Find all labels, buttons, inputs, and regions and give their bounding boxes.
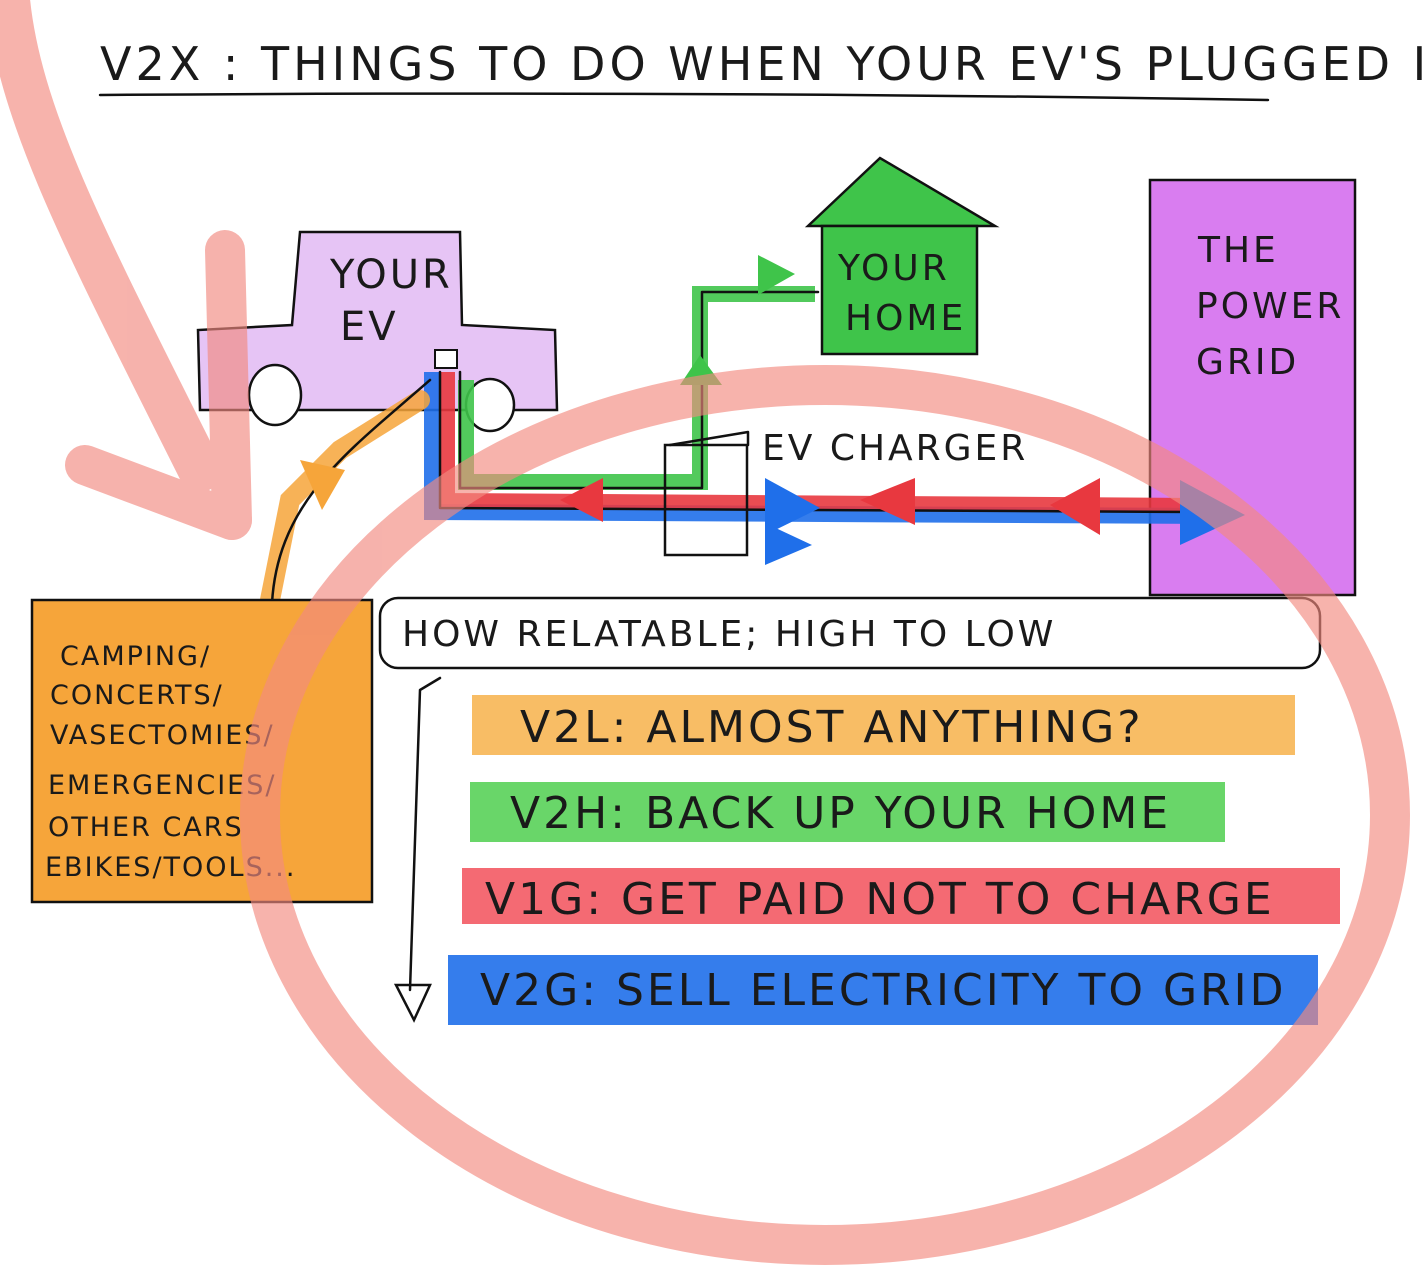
uses-line-4: EMERGENCIES/	[48, 770, 276, 801]
ev-label-line-2: EV	[340, 304, 399, 350]
flow-line-green	[458, 286, 815, 490]
arrow-green-right	[758, 255, 795, 295]
uses-arrow	[300, 460, 345, 510]
home: YOUR HOME	[804, 156, 1000, 356]
arrow-red-left-1	[560, 478, 603, 522]
ev-label-line-1: YOUR	[329, 252, 453, 298]
home-roof	[804, 156, 1000, 228]
band-v1g-text: V1G: GET PAID NOT TO CHARGE	[485, 874, 1275, 925]
ev-charge-port	[434, 349, 458, 369]
band-v1g	[462, 868, 1340, 924]
home-label-line-2: HOME	[845, 298, 966, 339]
ranking-header: HOW RELATABLE; HIGH TO LOW	[402, 614, 1056, 655]
grid-label-line-1: THE	[1197, 230, 1279, 271]
ranking-arrow-head	[393, 983, 432, 1023]
ev-car-body	[196, 230, 559, 412]
ranking-section: HOW RELATABLE; HIGH TO LOW V2L: ALMOST A…	[378, 596, 1340, 1025]
highlight-curve-arrow	[0, 0, 222, 492]
title-underline	[98, 92, 1270, 102]
band-v2g	[448, 955, 1318, 1025]
arrow-blue-right-1	[765, 478, 820, 535]
home-walls	[820, 224, 979, 356]
band-v2l	[472, 695, 1295, 755]
band-v2h-text: V2H: BACK UP YOUR HOME	[510, 788, 1171, 839]
band-v2h	[470, 782, 1225, 842]
highlight-arrow-right-arm	[65, 445, 252, 540]
ranking-arrow-line	[408, 676, 442, 992]
ev-charger-top	[668, 430, 750, 447]
ev-car: YOUR EV	[196, 230, 559, 433]
uses-line-5: OTHER CARS	[48, 812, 244, 843]
grid-label-line-2: POWER	[1196, 286, 1344, 327]
arrow-red-left-3	[1050, 478, 1100, 535]
uses-line-2: CONCERTS/	[50, 680, 224, 711]
flow-ink-2	[458, 290, 820, 490]
uses-line-3: VASECTOMIES/	[50, 720, 275, 751]
uses-line-1: CAMPING/	[60, 641, 211, 672]
ev-charger-label: EV CHARGER	[762, 428, 1028, 469]
band-v2g-text: V2G: SELL ELECTRICITY TO GRID	[480, 965, 1286, 1016]
highlight-circle	[240, 365, 1410, 1265]
band-v2l-text: V2L: ALMOST ANYTHING?	[520, 702, 1144, 753]
arrow-blue-right-2	[765, 523, 812, 565]
ev-charger: EV CHARGER	[663, 428, 1028, 557]
home-label-line-1: YOUR	[837, 248, 950, 289]
diagram-title: V2X : THINGS TO DO WHEN YOUR EV'S PLUGGE…	[100, 37, 1424, 91]
arrow-red-left-2	[860, 478, 915, 525]
highlight-arrow-left-arm	[205, 230, 252, 540]
grid-label-line-3: GRID	[1196, 342, 1299, 383]
ev-charger-box	[663, 443, 749, 557]
ev-wheel-front	[247, 363, 303, 427]
